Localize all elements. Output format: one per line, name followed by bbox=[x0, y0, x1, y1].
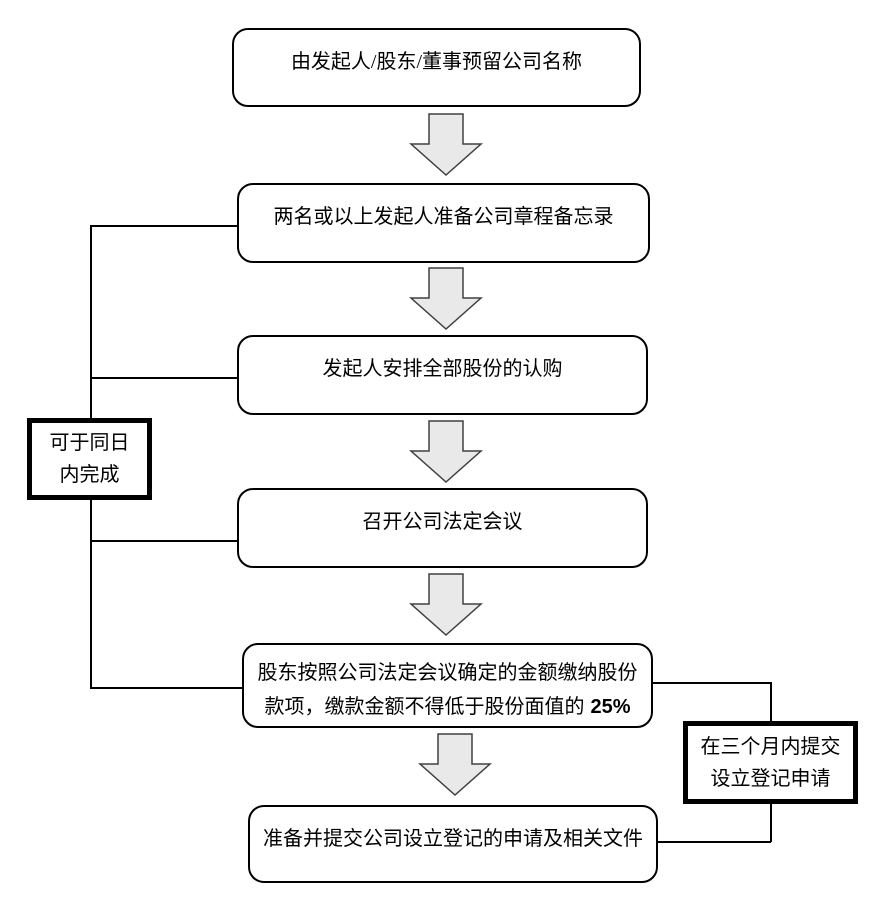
right-bracket-branch-step6-line bbox=[657, 841, 771, 843]
step-submit-registration: 准备并提交公司设立登记的申请及相关文件 bbox=[248, 805, 658, 883]
left-bracket-branch-step4-line bbox=[90, 540, 238, 542]
step-reserve-company-name: 由发起人/股东/董事预留公司名称 bbox=[232, 28, 641, 107]
step-label: 准备并提交公司设立登记的申请及相关文件 bbox=[263, 828, 643, 850]
left-bracket-branch-step5-line bbox=[90, 687, 243, 689]
left-bracket-branch-step2-line bbox=[90, 225, 238, 227]
note-three-months: 在三个月内提交 设立登记申请 bbox=[683, 721, 858, 804]
down-arrow-icon bbox=[409, 573, 483, 637]
step-label-line1: 股东按照公司法定会议确定的金额缴纳股份 bbox=[257, 661, 638, 684]
down-arrow-icon bbox=[409, 113, 483, 177]
note-line1: 可于同日 bbox=[49, 432, 130, 454]
step-label: 发起人安排全部股份的认购 bbox=[322, 358, 563, 380]
percentage-value: 25% bbox=[590, 695, 631, 718]
note-line2: 设立登记申请 bbox=[710, 767, 831, 790]
down-arrow-icon bbox=[409, 420, 483, 484]
step-arrange-share-subscription: 发起人安排全部股份的认购 bbox=[237, 335, 648, 415]
note-same-day: 可于同日 内完成 bbox=[27, 418, 152, 500]
step-label: 召开公司法定会议 bbox=[362, 511, 523, 533]
down-arrow-icon bbox=[418, 733, 492, 797]
step-label: 由发起人/股东/董事预留公司名称 bbox=[290, 51, 583, 73]
step-label: 两名或以上发起人准备公司章程备忘录 bbox=[273, 206, 614, 228]
note-line1: 在三个月内提交 bbox=[700, 735, 841, 758]
step-statutory-meeting: 召开公司法定会议 bbox=[237, 488, 648, 568]
step-prepare-memorandum: 两名或以上发起人准备公司章程备忘录 bbox=[237, 183, 650, 263]
left-bracket-branch-step3-line bbox=[90, 377, 238, 379]
down-arrow-icon bbox=[409, 267, 483, 331]
right-bracket-branch-step5-line bbox=[652, 682, 771, 684]
note-line2: 内完成 bbox=[59, 464, 120, 486]
